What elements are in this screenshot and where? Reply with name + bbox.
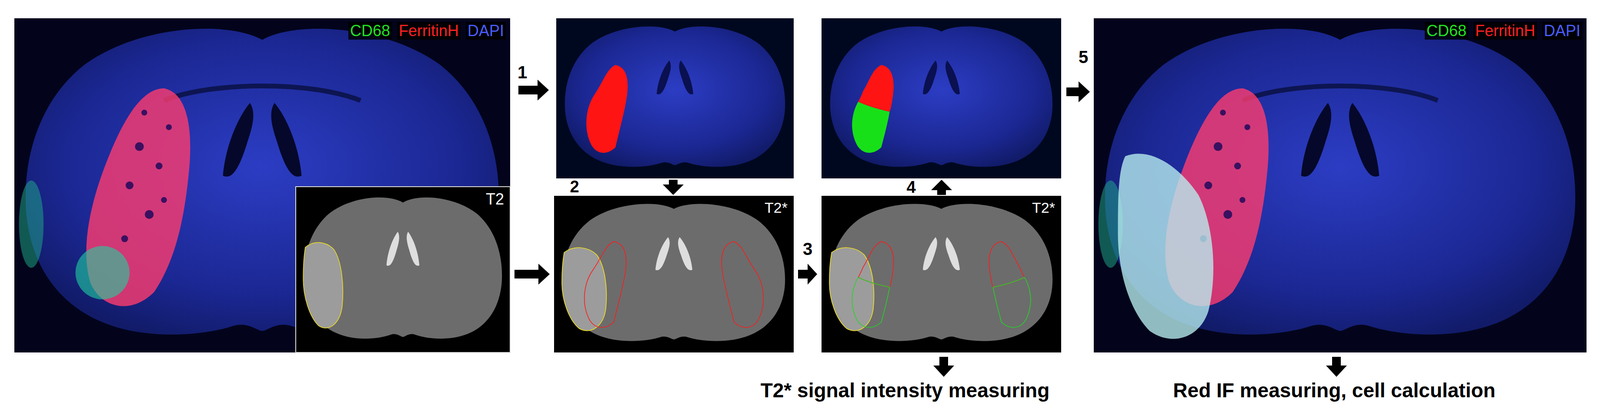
step-number: 1 [517,62,528,82]
panel-label: T2 [484,190,506,208]
image-panel: T2 [295,186,511,353]
panel-label-row: T2* [762,199,790,217]
image-panel: T2* [821,195,1062,353]
block-arrow [662,179,684,195]
caption-text: Red IF measuring, cell calculation [1172,379,1496,402]
block-arrow [518,79,549,101]
block-arrow [798,263,818,285]
panel-label-row: CD68 FerritinHDAPI [348,21,506,40]
step-number: 3 [802,239,813,259]
panel-label: T2* [1030,199,1057,217]
caption-text: T2* signal intensity measuring [760,379,1050,402]
block-arrow [931,179,952,195]
image-panel: CD68FerritinH DAPI [1093,18,1587,353]
panel-label-row: T2* [1030,199,1057,217]
image-panel: CD68 FerritinHDAPI T2 [14,18,511,353]
step-number: 2 [569,177,579,197]
panel-label: DAPI [1542,21,1583,40]
panel-label: CD68 [1424,21,1469,40]
step-number: 5 [1078,47,1089,67]
panel-label: FerritinH [1473,21,1537,40]
block-arrow [1326,356,1347,377]
panel-label: DAPI [465,21,506,40]
panel-label: CD68 [348,21,392,40]
panel-label: T2* [762,199,790,217]
panel-label-row: CD68FerritinH DAPI [1424,21,1583,40]
step-number: 4 [906,178,916,197]
block-arrow [1066,81,1090,103]
panel-label: FerritinH [397,21,461,40]
block-arrow [514,263,550,285]
image-panel: T2* [554,195,794,353]
panel-label-row: T2 [484,190,506,208]
block-arrow [933,356,955,377]
